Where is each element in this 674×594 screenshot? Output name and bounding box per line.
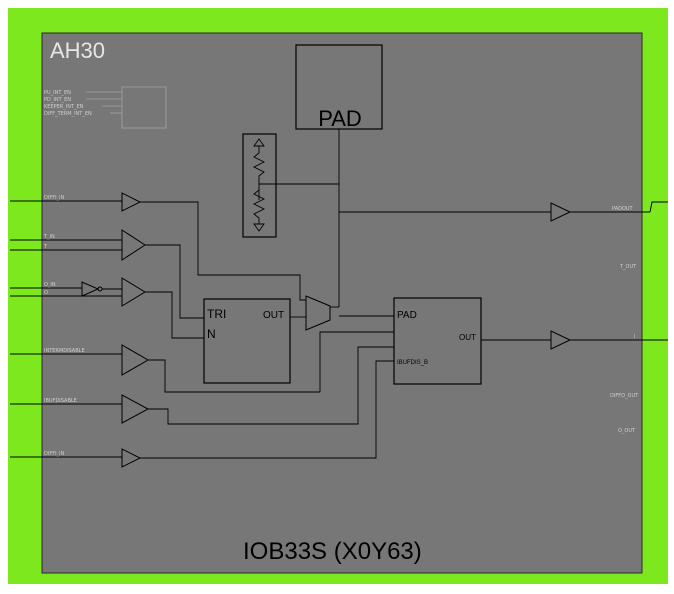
tri-in-label: N: [207, 327, 216, 341]
resistor-icon: [242, 133, 277, 238]
internal-wires: [148, 201, 551, 459]
site-name: AH30: [50, 38, 106, 63]
buffer-icon: [121, 192, 148, 212]
config-line: PU_INT_EN: [44, 90, 71, 96]
buffer-icon: [550, 202, 650, 222]
pad-pin-label: PAD: [397, 310, 417, 321]
input-buffers: [81, 192, 155, 468]
buffer-icon: [121, 448, 148, 468]
pin-label: PADOUT: [612, 206, 634, 212]
tri-out-label: OUT: [263, 310, 284, 321]
iob-block: [41, 32, 643, 574]
pad-wires: [259, 129, 551, 308]
config-line: DIFF_TERM_INT_EN: [44, 111, 92, 117]
pin-label: T_OUT: [619, 264, 637, 270]
pin-label: DIFFO_OUT: [610, 393, 639, 399]
config-line: PD_INT_EN: [44, 97, 71, 103]
pin-label: DIFFI_IN: [44, 451, 65, 457]
pad-logic-box: [393, 297, 482, 385]
pin-label: O_IN: [44, 282, 56, 288]
buffer-icon: [121, 344, 155, 376]
pin-label: I: [634, 334, 635, 340]
pin-label: T_IN: [43, 234, 55, 240]
instance-name: IOB33S (X0Y63): [243, 538, 422, 565]
buffer-icon: [81, 281, 122, 297]
config-bits: PU_INT_EN PD_INT_EN KEEPER_INT_EN DIFF_T…: [44, 86, 167, 129]
pad-label: PAD: [318, 106, 362, 131]
output-buffers: [550, 201, 668, 350]
pad-ibufdis-label: IBUFDIS_B: [397, 360, 428, 366]
mux-icon: [305, 295, 331, 331]
buffer-icon: [121, 277, 152, 307]
tri-pin-label: TRI: [207, 307, 226, 321]
pad-out-label: OUT: [459, 333, 476, 342]
buffer-icon: [121, 229, 152, 261]
right-pin-labels: PADOUT T_OUT I DIFFO_OUT O_OUT: [610, 206, 639, 434]
pin-label: O: [44, 290, 48, 296]
pin-label: DIFFI_IN: [44, 195, 65, 201]
config-line: KEEPER_INT_EN: [44, 104, 84, 110]
buffer-icon: [121, 394, 155, 424]
left-pin-labels: DIFFI_IN T_IN T O_IN O INTERMDISABLE IBU…: [43, 195, 85, 457]
pin-label: IBUFDISABLE: [44, 398, 77, 404]
pin-label: INTERMDISABLE: [44, 348, 85, 354]
left-pin-stubs: [10, 200, 122, 458]
buffer-icon: [550, 330, 668, 350]
pin-label: T: [43, 244, 48, 250]
pin-label: O_OUT: [618, 428, 636, 434]
tri-box: [203, 298, 291, 384]
config-box: [121, 86, 167, 129]
